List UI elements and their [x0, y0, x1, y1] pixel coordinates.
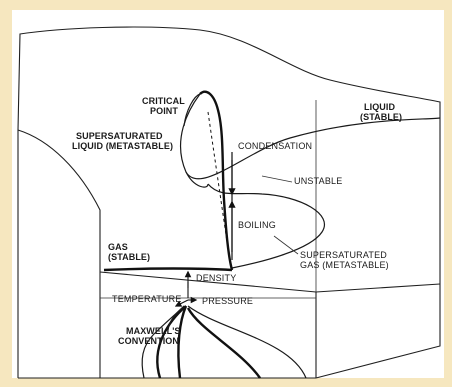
maxwell-convention-label-line1: MAXWELL'S: [126, 326, 181, 336]
condensation-label: CONDENSATION: [238, 141, 312, 151]
supersaturated-liquid-label-line1: SUPERSATURATED: [76, 131, 163, 141]
pressure-axis-label: PRESSURE: [202, 296, 253, 306]
critical-point-label-line2: POINT: [150, 106, 178, 116]
density-axis-label: DENSITY: [196, 273, 236, 283]
gas-stable-label-line1: GAS: [108, 242, 128, 252]
supersaturated-gas-label-line1: SUPERSATURATED: [300, 250, 387, 260]
critical-point-label-line1: CRITICAL: [142, 96, 185, 106]
maxwell-convention-label-line2: CONVENTION: [118, 336, 179, 346]
paper-background: [12, 10, 444, 378]
liquid-stable-label-line1: LIQUID: [364, 102, 395, 112]
supersaturated-gas-label-line2: GAS (METASTABLE): [300, 260, 389, 270]
boiling-label: BOILING: [238, 220, 276, 230]
liquid-stable-label-line2: (STABLE): [360, 112, 402, 122]
temperature-axis-label: TEMPERATURE: [112, 294, 182, 304]
gas-stable-label-line2: (STABLE): [108, 252, 150, 262]
supersaturated-liquid-label-line2: LIQUID (METASTABLE): [72, 141, 173, 151]
unstable-label: UNSTABLE: [294, 176, 342, 186]
